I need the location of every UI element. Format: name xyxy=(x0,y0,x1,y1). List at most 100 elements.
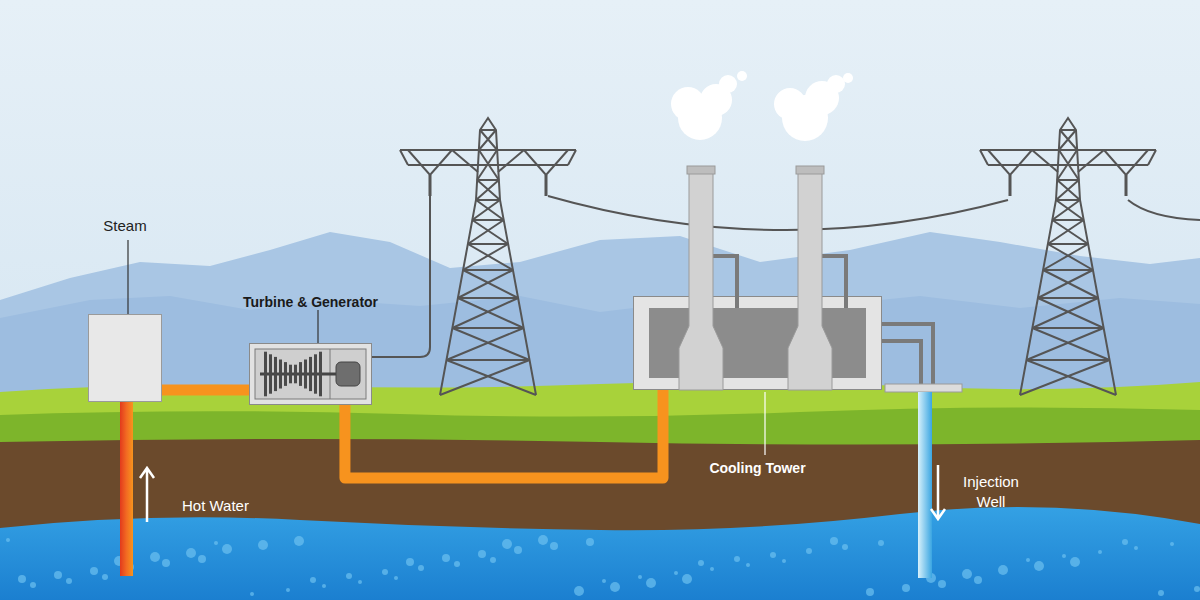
mountains xyxy=(0,232,1200,400)
leader-line xyxy=(127,240,128,314)
bubble xyxy=(358,580,362,584)
bubble xyxy=(674,571,678,575)
bubble xyxy=(502,539,512,549)
turbine-generator: Turbine & Generator xyxy=(249,343,372,405)
bubble xyxy=(322,584,326,588)
bubble xyxy=(222,544,232,554)
bubble xyxy=(186,548,196,558)
bubble xyxy=(1026,558,1030,562)
bubble xyxy=(286,588,290,592)
bubble xyxy=(938,580,946,588)
cooling-tower: Cooling Tower xyxy=(633,296,882,390)
bubble xyxy=(1098,550,1102,554)
bubble xyxy=(646,578,656,588)
bubble xyxy=(638,575,642,579)
leader-line xyxy=(764,392,765,455)
bubble xyxy=(90,567,98,575)
bubble xyxy=(538,535,548,545)
turbine-drawing xyxy=(250,344,371,404)
bubble xyxy=(382,569,388,575)
power-line xyxy=(548,196,1008,230)
well-head xyxy=(885,384,962,392)
bubble xyxy=(102,574,108,580)
bubble xyxy=(214,541,218,545)
bubble xyxy=(294,536,304,546)
bubble xyxy=(782,559,786,563)
groundwater xyxy=(0,507,1200,600)
transmission-tower xyxy=(980,118,1156,395)
bubble xyxy=(974,576,982,584)
bubble xyxy=(1134,546,1138,550)
bubble xyxy=(162,559,170,567)
bubble xyxy=(574,586,584,596)
bubble xyxy=(962,569,972,579)
bubble xyxy=(682,574,692,584)
bubble xyxy=(406,558,414,566)
bubble xyxy=(878,540,884,546)
bubble xyxy=(830,537,838,545)
bubble xyxy=(394,576,398,580)
bubble xyxy=(770,552,776,558)
bubble xyxy=(550,542,558,550)
water-bubbles xyxy=(6,535,1200,596)
bubble xyxy=(514,546,522,554)
bubble xyxy=(150,552,160,562)
bubble xyxy=(1070,557,1080,567)
bubble xyxy=(454,561,460,567)
bubble xyxy=(842,544,848,550)
bubble xyxy=(442,554,450,562)
bubble xyxy=(346,573,352,579)
flow-label: Injection Well xyxy=(952,472,1030,511)
bubble xyxy=(586,538,594,546)
bubble xyxy=(310,577,316,583)
bubble xyxy=(1034,561,1044,571)
pipe xyxy=(345,390,663,478)
bubble xyxy=(490,557,496,563)
bubble xyxy=(1194,586,1200,592)
bubble xyxy=(258,540,268,550)
transmission-towers xyxy=(400,118,1156,395)
bubble xyxy=(998,565,1008,575)
bubble xyxy=(1170,542,1174,546)
bubble xyxy=(902,584,910,592)
bubble xyxy=(198,555,206,563)
bubble xyxy=(18,575,26,583)
bubble xyxy=(806,548,812,554)
power-line xyxy=(1128,200,1200,220)
steam-separator: Steam xyxy=(88,314,162,402)
soil xyxy=(0,439,1200,600)
bubble xyxy=(6,538,10,542)
bubble xyxy=(1062,554,1066,558)
bubble xyxy=(602,579,606,583)
transmission-tower xyxy=(400,118,576,395)
production-well-pipe xyxy=(120,400,133,576)
bubble xyxy=(250,592,254,596)
bubble xyxy=(866,588,874,596)
bubble xyxy=(1122,539,1128,545)
node-label: Cooling Tower xyxy=(709,460,805,476)
node-label: Steam xyxy=(103,217,146,234)
up-arrow xyxy=(140,468,154,522)
bubble xyxy=(746,563,750,567)
power-line xyxy=(372,196,430,357)
node-label: Turbine & Generator xyxy=(243,294,378,310)
injection-well-pipe xyxy=(918,392,932,578)
bubble xyxy=(710,567,714,571)
return-pipes xyxy=(882,324,933,387)
down-arrow xyxy=(931,465,945,519)
bubble xyxy=(698,560,704,566)
bubble xyxy=(30,582,36,588)
steam-clouds xyxy=(671,71,853,141)
bubble xyxy=(66,578,72,584)
pipe xyxy=(162,385,249,396)
bubble xyxy=(478,550,486,558)
bubble xyxy=(418,565,424,571)
cooling-tower-drawing xyxy=(633,296,882,390)
bubble xyxy=(734,556,740,562)
bubble xyxy=(610,582,620,592)
